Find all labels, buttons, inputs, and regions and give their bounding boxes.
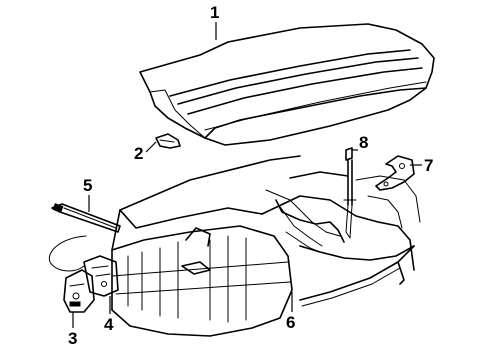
- hood-hinge: [375, 155, 415, 191]
- hood-panel: [139, 23, 435, 146]
- callout-2: 2: [134, 141, 157, 163]
- svg-text:1: 1: [210, 3, 219, 22]
- svg-text:7: 7: [424, 156, 433, 175]
- svg-text:5: 5: [83, 176, 92, 195]
- support-rod: [51, 203, 121, 233]
- gas-strut: [343, 147, 357, 239]
- svg-text:6: 6: [286, 313, 295, 332]
- callout-3: 3: [68, 312, 77, 348]
- svg-text:8: 8: [359, 133, 368, 152]
- latch-bracket: [83, 255, 119, 297]
- callout-8: 8: [352, 133, 368, 152]
- callout-7: 7: [410, 156, 433, 175]
- callout-1: 1: [210, 3, 219, 40]
- callout-6: 6: [286, 292, 295, 332]
- callout-5: 5: [83, 176, 92, 212]
- hood-striker: [155, 133, 181, 149]
- hood-latch: [63, 269, 95, 313]
- svg-text:3: 3: [68, 329, 77, 348]
- svg-text:2: 2: [134, 144, 143, 163]
- engine-compartment: [48, 155, 421, 337]
- svg-text:4: 4: [104, 315, 114, 334]
- callout-4: 4: [104, 296, 114, 334]
